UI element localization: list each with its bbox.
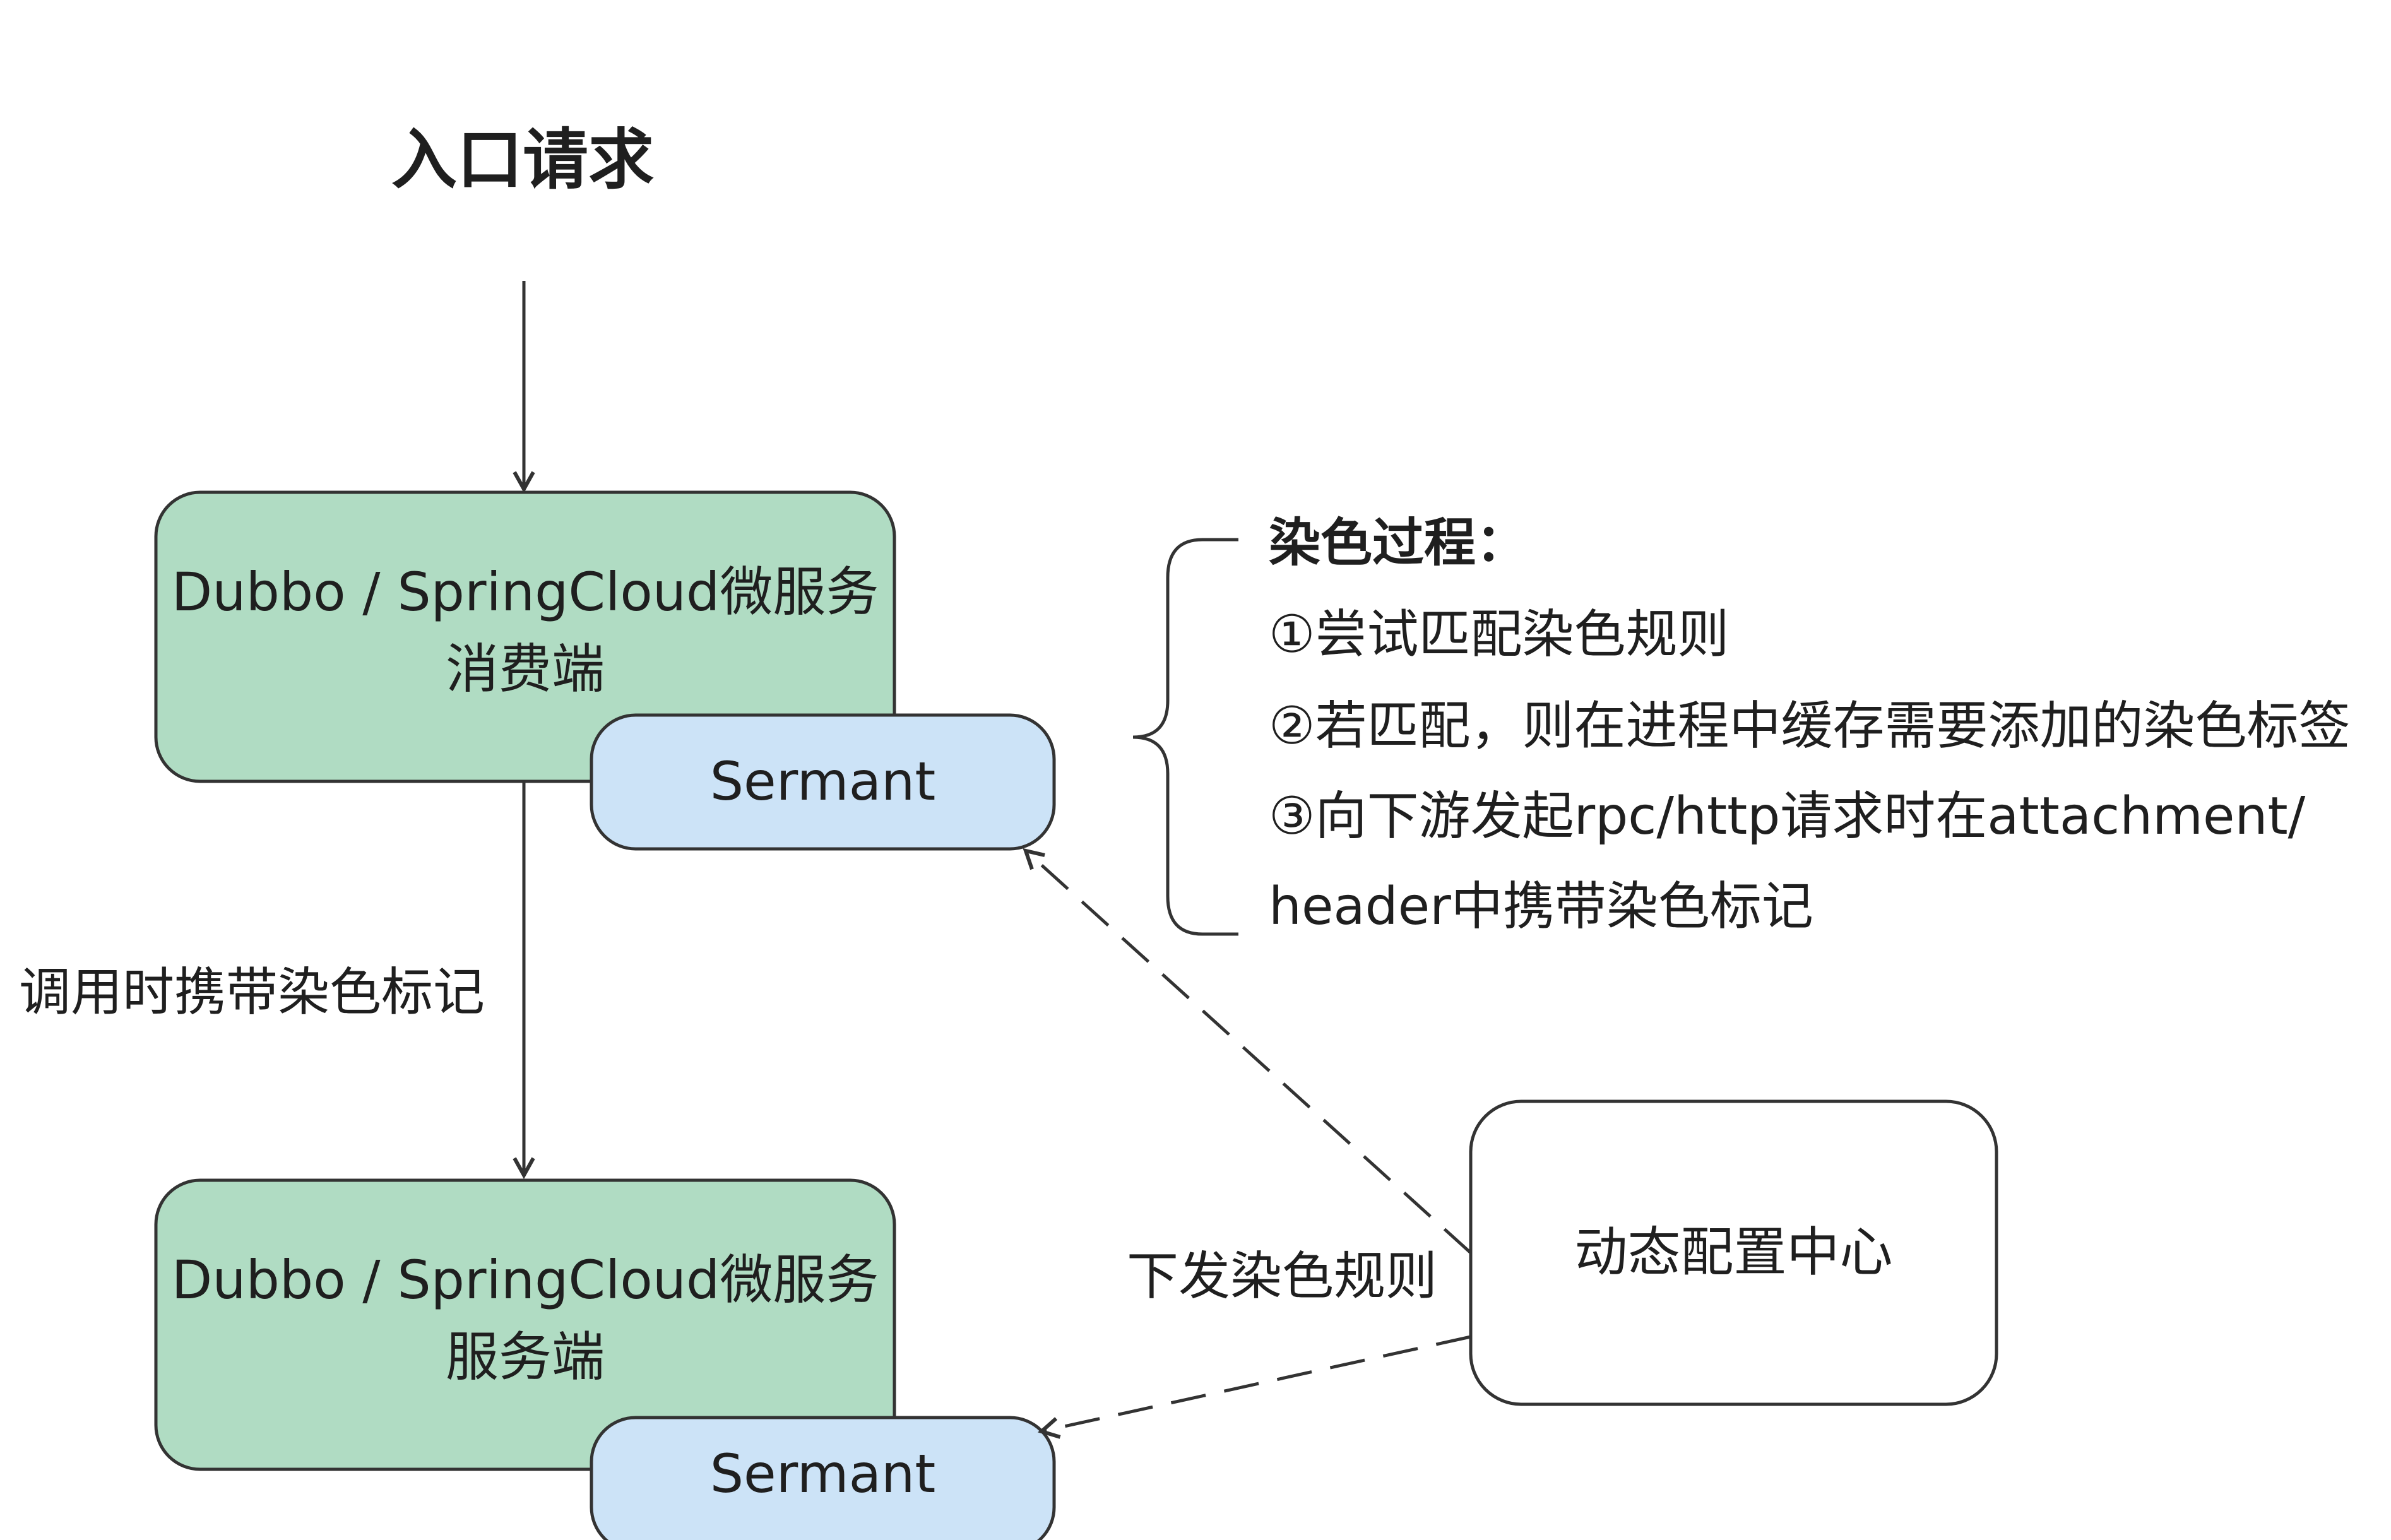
- provider-line1: Dubbo / SpringCloud微服务: [171, 1249, 879, 1312]
- process-heading: 染色过程：: [1269, 513, 1528, 573]
- consumer-line1: Dubbo / SpringCloud微服务: [171, 561, 879, 624]
- provider-sermant-box: [590, 1416, 1056, 1540]
- provider-line2: 服务端: [445, 1326, 605, 1388]
- consumer-sermant-label: Sermant: [591, 715, 1054, 849]
- consumer-service-label: Dubbo / SpringCloud微服务 消费端: [156, 543, 894, 720]
- push-rule-arrow-consumer: [1026, 851, 1472, 1254]
- config-center-text: 动态配置中心: [1574, 1221, 1893, 1284]
- push-rule-label: 下发染色规则: [1127, 1247, 1438, 1306]
- provider-service-label: Dubbo / SpringCloud微服务 服务端: [156, 1231, 894, 1407]
- process-step-3a: ③向下游发起rpc/http请求时在attachment/: [1269, 786, 2306, 846]
- push-rule-arrow-provider: [1041, 1335, 1471, 1431]
- call-label: 调用时携带染色标记: [19, 962, 485, 1022]
- entry-request-title: 入口请求: [391, 121, 655, 198]
- process-step-3b: header中携带染色标记: [1269, 877, 1813, 937]
- provider-sermant-text: Sermant: [709, 1443, 936, 1505]
- provider-sermant-label: Sermant: [591, 1418, 1054, 1531]
- process-brace: [1132, 538, 1238, 936]
- consumer-line2: 消费端: [445, 638, 605, 700]
- process-step-1: ①尝试匹配染色规则: [1269, 605, 1729, 665]
- provider-service-box: [154, 1178, 896, 1471]
- consumer-sermant-box: [590, 713, 1056, 851]
- config-center-label: 动态配置中心: [1471, 1101, 1996, 1404]
- consumer-sermant-text: Sermant: [709, 750, 936, 813]
- process-step-2: ②若匹配，则在进程中缓存需要添加的染色标签: [1269, 696, 2351, 756]
